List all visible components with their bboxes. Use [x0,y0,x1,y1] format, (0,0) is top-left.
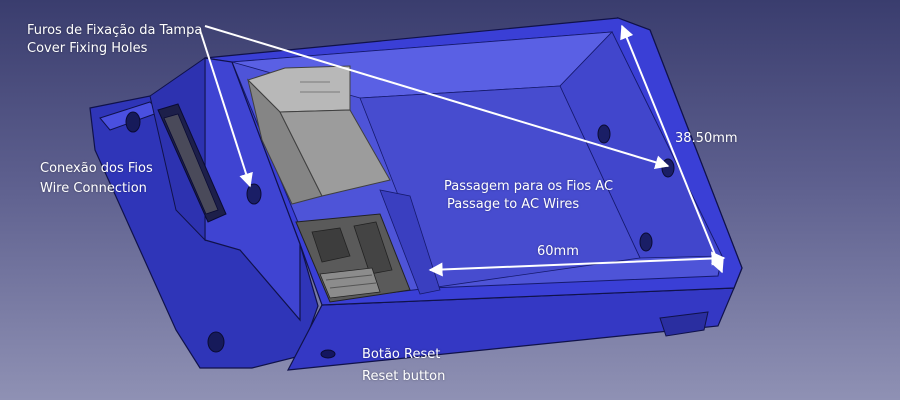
dimension-length-arrow [428,251,726,277]
terminal-slot [157,103,227,223]
label-wire-connection-en: Wire Connection [40,181,147,196]
dimension-depth-label: 38.50mm [675,131,738,146]
fixing-hole-icon [597,124,611,144]
label-ac-passage-en: Passage to AC Wires [447,197,580,212]
flange-hole-icon [207,331,225,353]
fixing-hole-icon [661,158,675,178]
label-wire-connection-pt: Conexão dos Fios [40,161,153,176]
leader-arrow-hole-right [204,25,670,170]
fixing-hole-icon [246,183,262,205]
dimension-depth-arrow [620,24,724,274]
label-ac-passage-pt: Passagem para os Fios AC [444,179,614,194]
label-reset-pt: Botão Reset [362,347,441,362]
annotation-arrows [199,24,726,277]
reset-button-icon [320,349,336,359]
dimension-length-label: 60mm [537,244,579,259]
leader-arrow-hole-left [199,29,253,188]
fixing-hole-icon [639,232,653,252]
label-cover-holes-en: Cover Fixing Holes [27,41,148,56]
label-reset-en: Reset button [362,369,446,384]
flange-hole-icon [125,111,141,133]
label-cover-holes-pt: Furos de Fixação da Tampa [27,23,203,38]
pcb-board [295,213,411,303]
relay-module [247,65,391,205]
